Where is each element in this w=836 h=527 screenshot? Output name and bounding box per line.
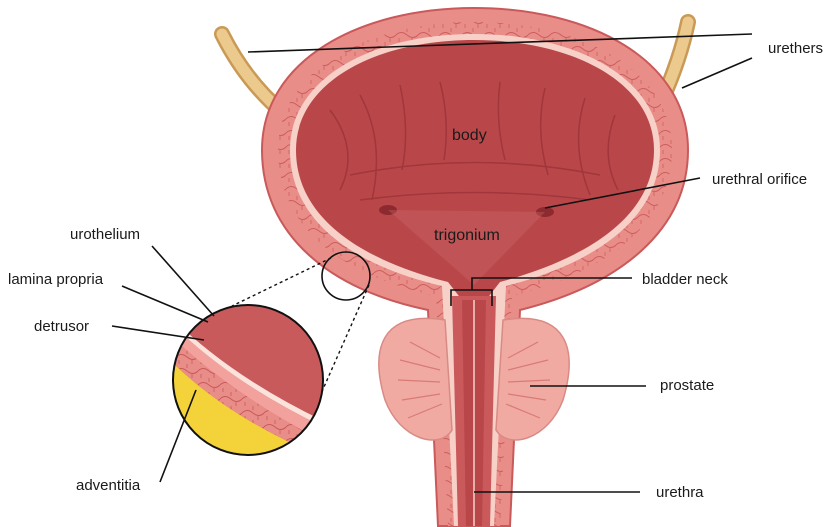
zoomed-wall-section	[170, 300, 330, 470]
label-prostate: prostate	[660, 377, 714, 394]
label-urethra: urethra	[656, 484, 704, 501]
label-body: body	[452, 127, 487, 144]
label-lamina-propria: lamina propria	[8, 271, 104, 288]
label-adventitia: adventitia	[76, 477, 141, 494]
label-bladder-neck: bladder neck	[642, 271, 728, 288]
label-urethers: urethers	[768, 40, 823, 57]
label-urethral-orifice: urethral orifice	[712, 171, 807, 188]
label-detrusor: detrusor	[34, 318, 89, 335]
label-urothelium: urothelium	[70, 226, 140, 243]
label-trigonium: trigonium	[434, 227, 500, 244]
